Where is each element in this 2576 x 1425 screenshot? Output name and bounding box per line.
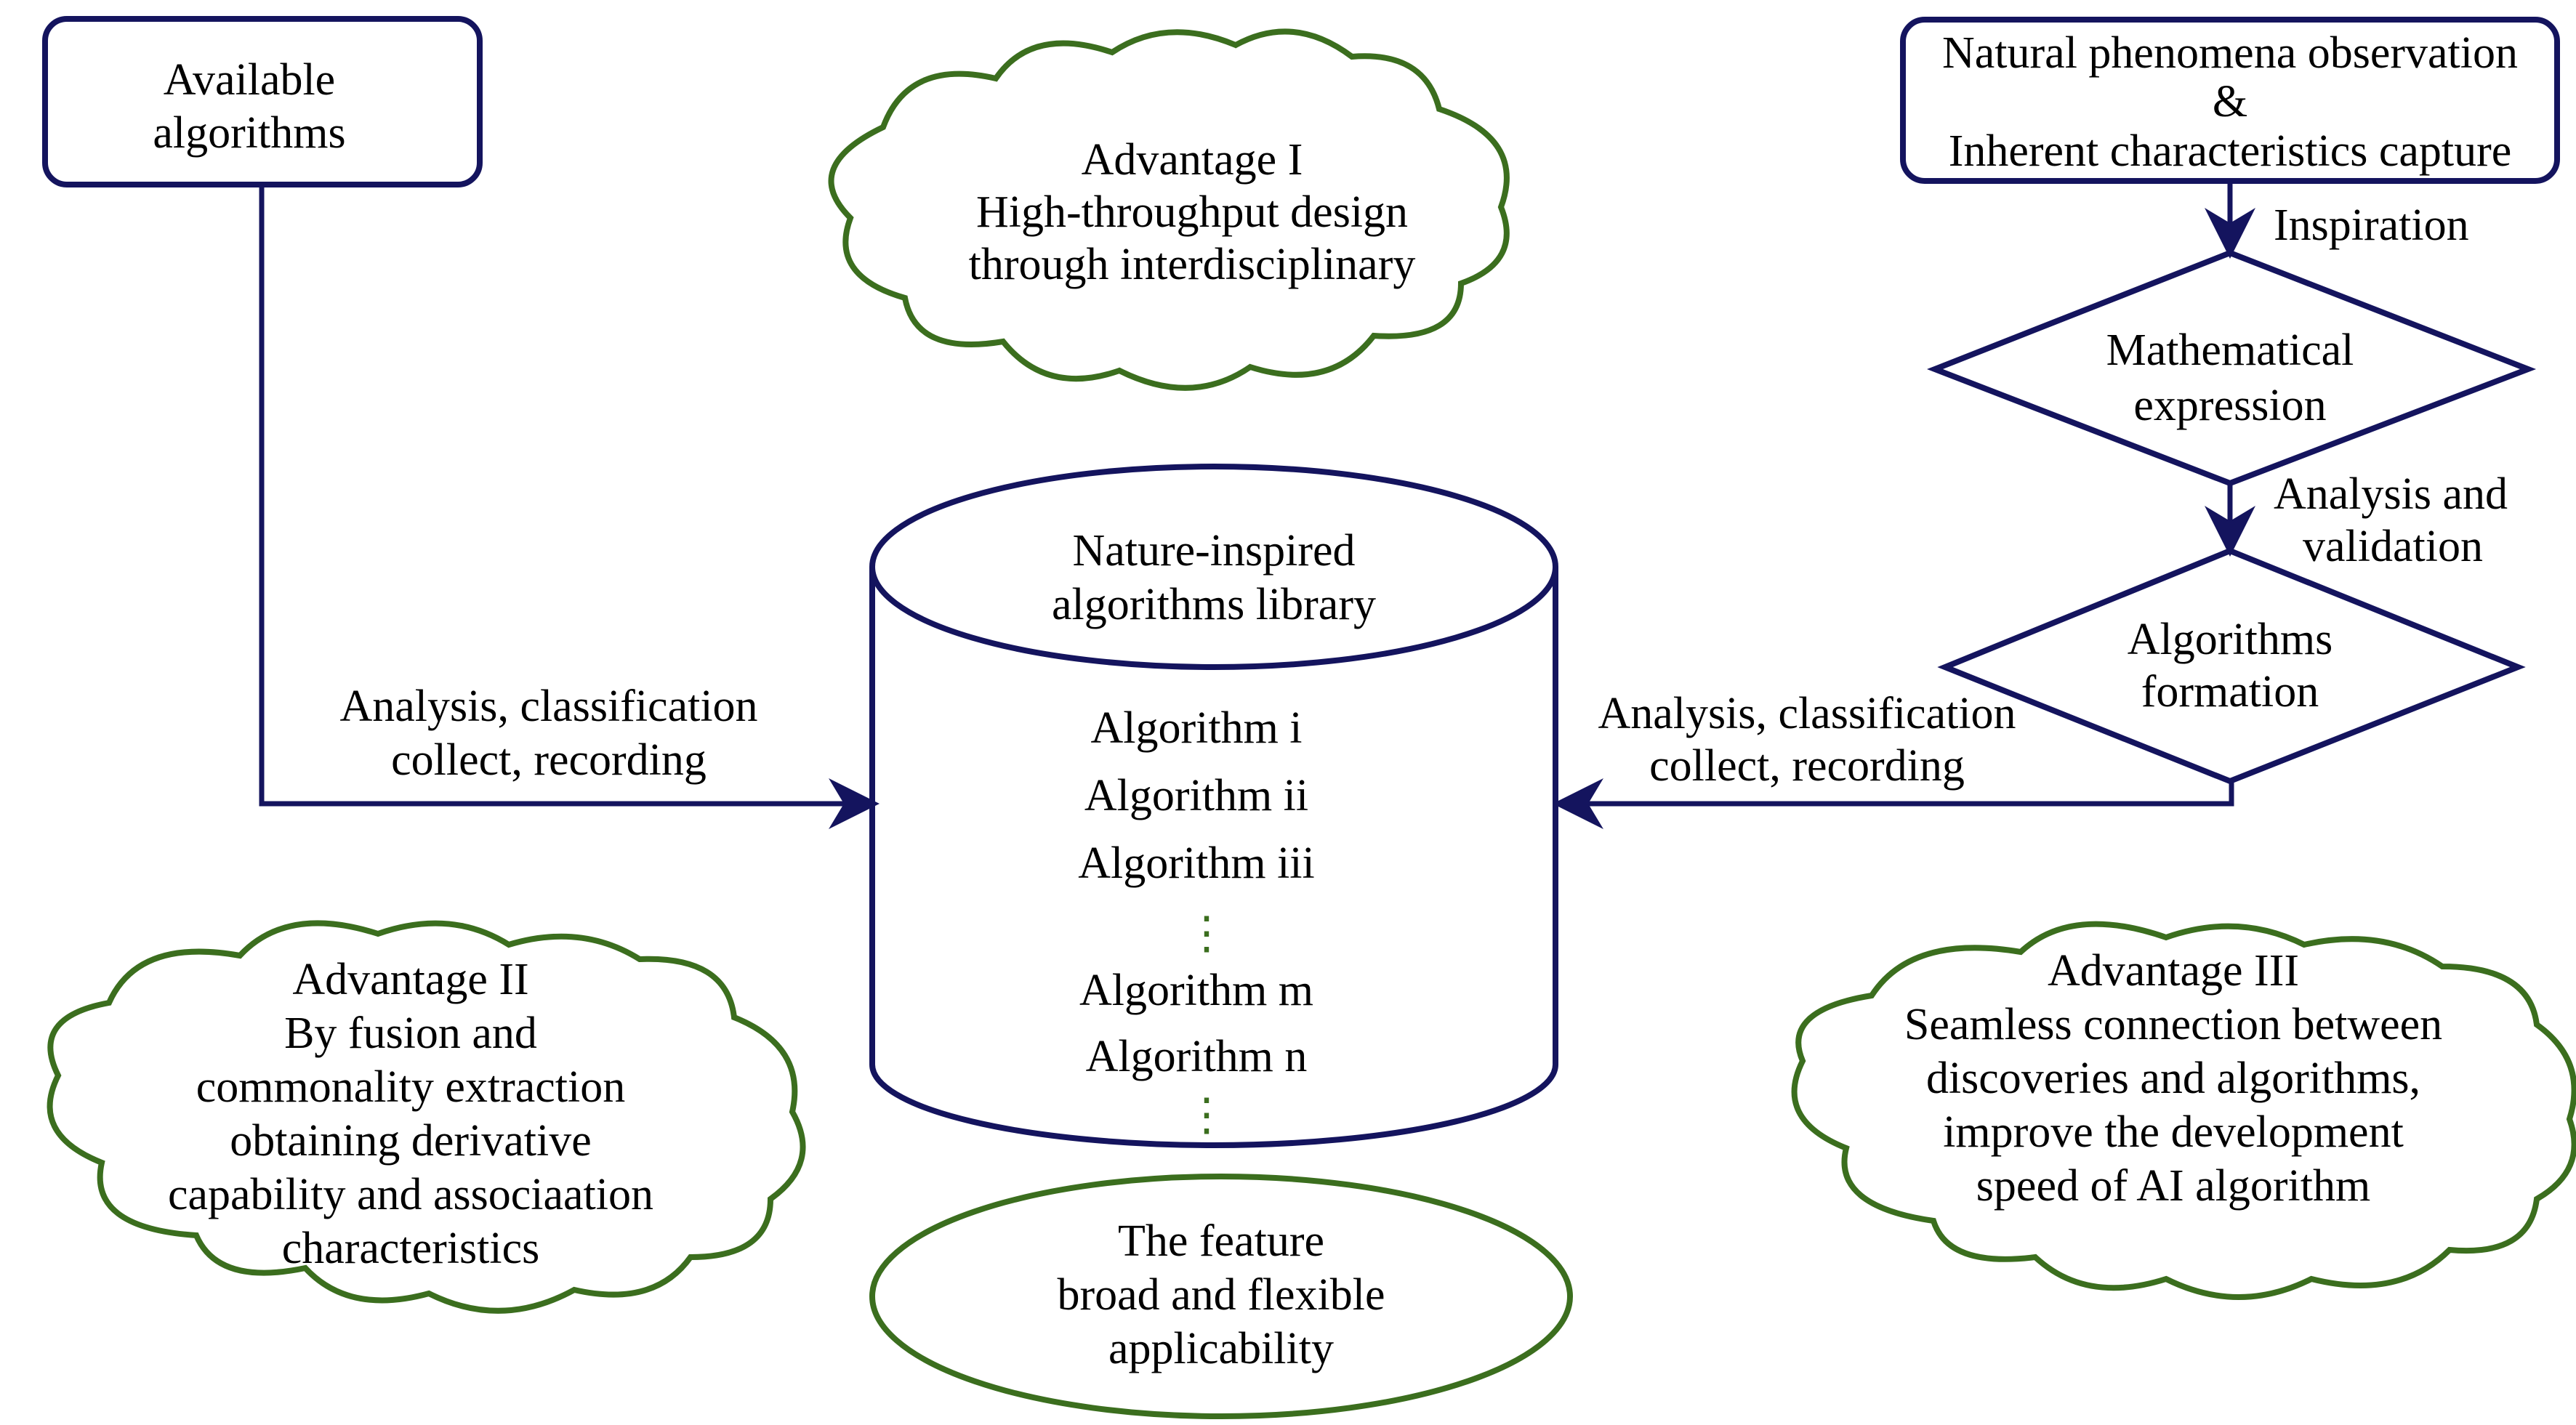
feature-ellipse: The feature broad and flexible applicabi…: [869, 1174, 1573, 1419]
math-diamond-line2: expression: [2133, 381, 2326, 430]
available-algorithms-line1: Available: [164, 55, 335, 105]
advantage-3-line: speed of AI algorithm: [1976, 1161, 2370, 1211]
advantage-2-line: characteristics: [282, 1224, 540, 1273]
feature-line1: The feature: [1118, 1216, 1324, 1266]
advantage-3-line: discoveries and algorithms,: [1926, 1054, 2420, 1103]
left-arrow-label-line2: collect, recording: [391, 735, 707, 785]
validation-label-line2: validation: [2303, 522, 2483, 571]
library-item: Algorithm ii: [1084, 771, 1308, 820]
mathematical-expression-diamond: Mathematical expression: [1927, 249, 2537, 487]
available-algorithms-line2: algorithms: [153, 108, 345, 158]
available-algorithms-box: Available algorithms: [42, 16, 483, 187]
advantage-2-title: Advantage II: [292, 955, 528, 1004]
natural-phenomena-box: Natural phenomena observation & Inherent…: [1900, 17, 2560, 184]
math-diamond-line1: Mathematical: [2106, 326, 2354, 375]
advantage-3-title: Advantage III: [2048, 946, 2299, 996]
inspiration-label: Inspiration: [2274, 201, 2469, 250]
right-arrow-label-line2: collect, recording: [1649, 741, 1965, 791]
advantage-1-line1: High-throughput design: [976, 187, 1408, 237]
left-connector-arrow: [259, 185, 880, 829]
advantage-1-line2: through interdisciplinary: [969, 240, 1416, 289]
feature-line3: applicability: [1108, 1324, 1334, 1373]
advantage-2-line: capability and associaation: [168, 1170, 653, 1219]
right-connector-arrow: [1553, 778, 2234, 829]
validation-label-line1: Analysis and: [2274, 469, 2508, 519]
library-item: Algorithm iii: [1078, 839, 1315, 888]
advantage-3-line: Seamless connection between: [1904, 1000, 2442, 1049]
advantage-2-line: obtaining derivative: [230, 1116, 592, 1166]
algorithms-formation-diamond: Algorithms formation: [1937, 547, 2526, 785]
natural-box-line3: Inherent characteristics capture: [1949, 126, 2512, 176]
algorithms-library-cylinder: Nature-inspired algorithms library Algor…: [869, 464, 1558, 1148]
library-ellipsis-dots: ⋮: [1184, 909, 1229, 958]
advantage-3-line: improve the development: [1943, 1107, 2404, 1157]
library-title-line1: Nature-inspired: [1072, 526, 1355, 576]
advantage-2-cloud: Advantage II By fusion and commonality e…: [47, 920, 806, 1314]
library-title-line2: algorithms library: [1052, 580, 1376, 629]
natural-box-line2: &: [2213, 77, 2247, 126]
feature-line2: broad and flexible: [1057, 1270, 1385, 1320]
library-ellipsis-dots: ⋮: [1184, 1091, 1229, 1140]
advantage-1-title: Advantage I: [1082, 135, 1303, 185]
advantage-2-line: By fusion and: [284, 1009, 537, 1058]
advantage-1-cloud: Advantage I High-throughput design throu…: [828, 28, 1510, 391]
library-item: Algorithm n: [1086, 1032, 1308, 1081]
right-arrow-label-line1: Analysis, classification: [1598, 689, 2016, 738]
library-item: Algorithm i: [1090, 703, 1302, 753]
formation-diamond-line2: formation: [2141, 667, 2319, 716]
advantage-3-cloud: Advantage III Seamless connection betwee…: [1791, 921, 2576, 1300]
formation-diamond-line1: Algorithms: [2128, 615, 2333, 664]
left-arrow-label-line1: Analysis, classification: [339, 682, 757, 731]
library-item: Algorithm m: [1079, 966, 1313, 1015]
advantage-2-line: commonality extraction: [196, 1062, 626, 1112]
natural-box-line1: Natural phenomena observation: [1942, 28, 2518, 78]
